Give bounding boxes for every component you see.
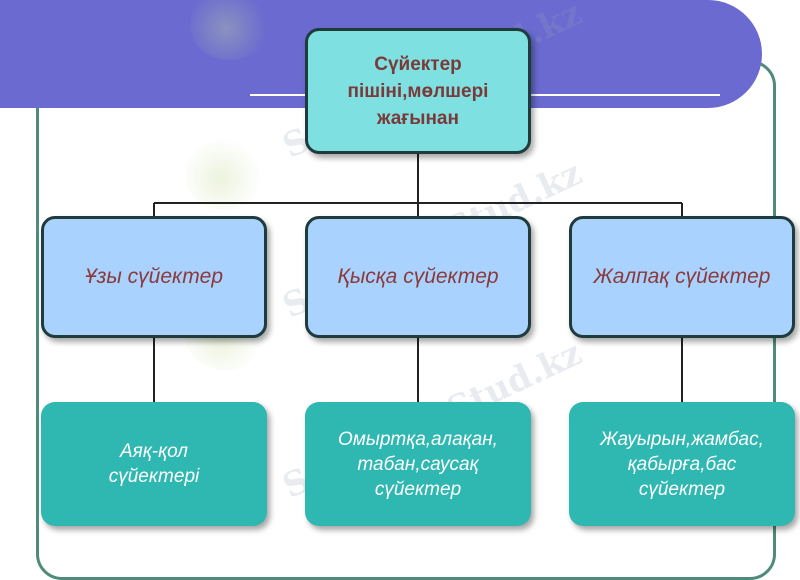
- example-node-short: Омыртқа,алақан, табан,саусақ сүйектер: [305, 402, 531, 526]
- category-label: Жалпақ сүйектер: [593, 265, 771, 288]
- root-node: Сүйектер пішіні,мөлшері жағынан: [305, 28, 531, 154]
- example-label: Аяқ-қол сүйектері: [108, 441, 200, 487]
- watermark-logo: [185, 140, 265, 210]
- category-node-short: Қысқа сүйектер: [305, 216, 531, 338]
- example-label: Омыртқа,алақан, табан,саусақ сүйектер: [338, 428, 498, 500]
- connector-lines: [153, 154, 683, 402]
- category-label: Қысқа сүйектер: [337, 265, 499, 288]
- watermark-logo: [190, 0, 270, 60]
- category-node-long: Ұзы сүйектер: [41, 216, 267, 338]
- example-node-long: Аяқ-қол сүйектері: [41, 402, 267, 526]
- category-node-flat: Жалпақ сүйектер: [569, 216, 795, 338]
- root-node-label: Сүйектер пішіні,мөлшері жағынан: [347, 53, 489, 129]
- example-label: Жауырын,жамбас, қабырға,бас сүйектер: [600, 428, 764, 500]
- category-label: Ұзы сүйектер: [84, 265, 224, 288]
- example-node-flat: Жауырын,жамбас, қабырға,бас сүйектер: [569, 402, 795, 526]
